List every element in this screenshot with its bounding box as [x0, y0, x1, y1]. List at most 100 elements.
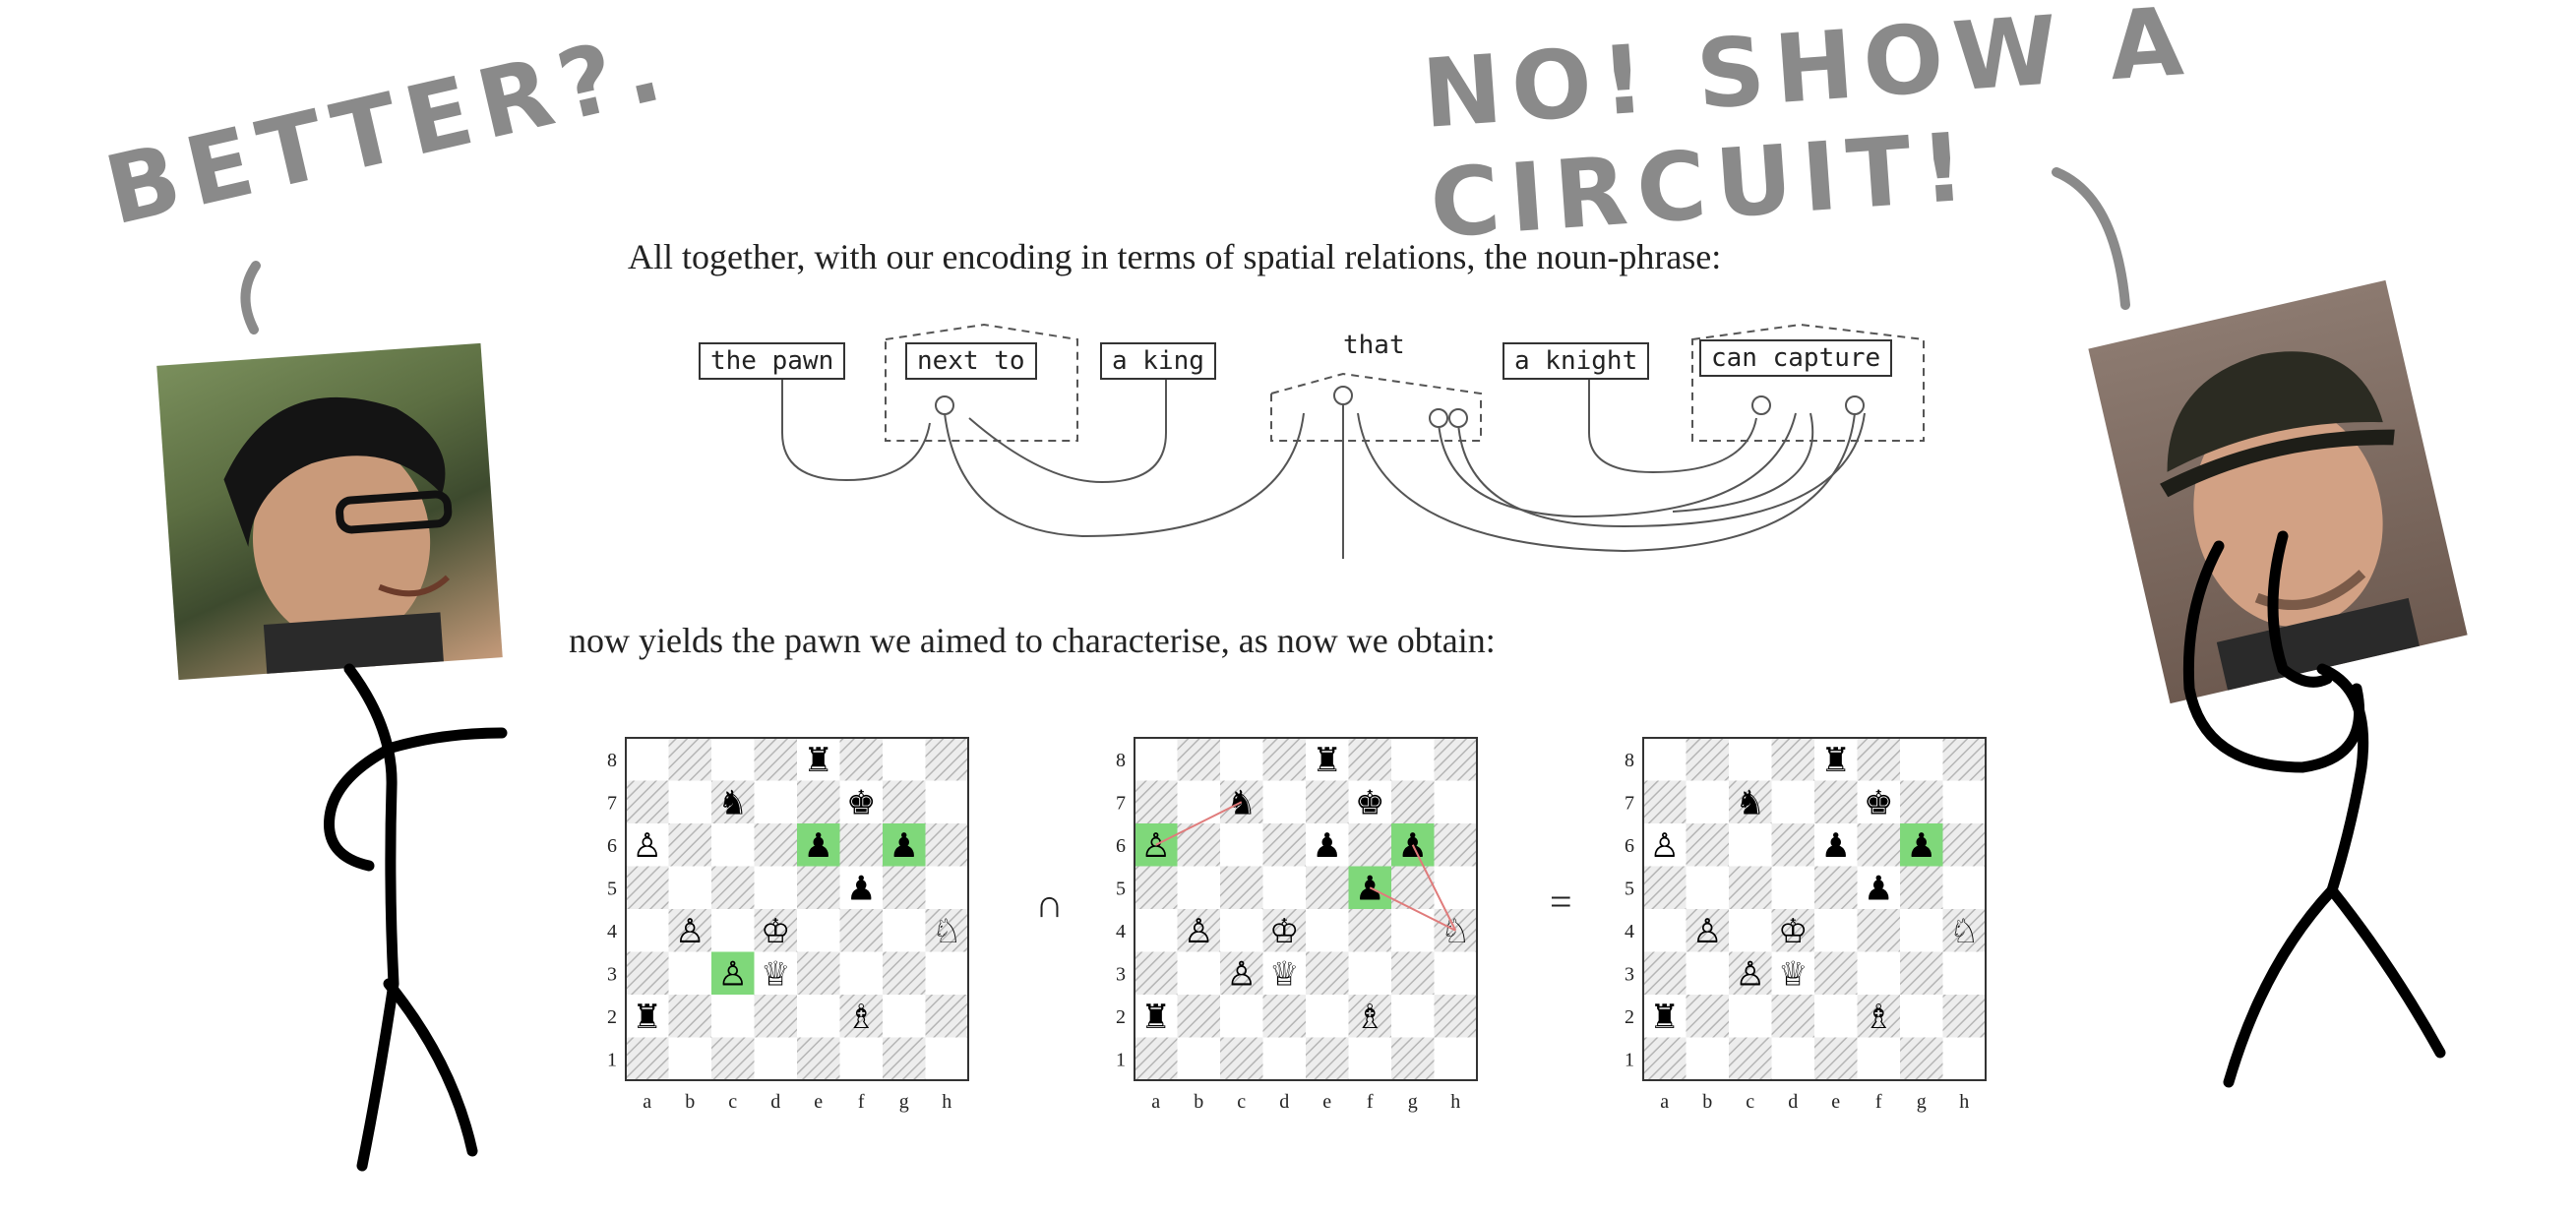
board-square — [1434, 738, 1477, 781]
highlight-square — [711, 951, 755, 995]
board-square — [797, 866, 840, 909]
rank-label: 6 — [607, 835, 617, 857]
board-square — [1434, 1037, 1477, 1080]
chess-piece-icon: ♜ — [1141, 1000, 1171, 1036]
board-square — [1306, 1037, 1349, 1080]
board-square — [1177, 995, 1220, 1038]
word-box-a-king: a king — [1100, 342, 1216, 380]
chess-piece-icon: ♙ — [1692, 914, 1722, 950]
chess-piece-icon: ♕ — [761, 956, 790, 993]
board-border — [625, 737, 969, 1081]
rank-label: 7 — [1116, 792, 1126, 814]
board-square — [1177, 738, 1220, 781]
board-square — [1262, 738, 1306, 781]
chess-piece-icon: ♙ — [633, 828, 662, 865]
board-square — [711, 995, 755, 1038]
board-square — [711, 909, 755, 952]
board-square — [711, 1037, 755, 1080]
chess-piece-icon: ♜ — [633, 1000, 662, 1036]
board-square — [754, 909, 797, 952]
board-square — [626, 866, 669, 909]
board-square — [1900, 951, 1943, 995]
file-label: b — [1194, 1091, 1203, 1113]
board-square — [1729, 866, 1772, 909]
chess-piece-icon: ♙ — [1227, 956, 1257, 993]
rank-label: 3 — [607, 963, 617, 985]
board-square — [1729, 951, 1772, 995]
intersect-operator: ∩ — [1035, 881, 1064, 926]
word-that: that — [1343, 331, 1405, 360]
board-square — [711, 866, 755, 909]
board-square — [1306, 780, 1349, 823]
board-square — [1900, 780, 1943, 823]
board-square — [1135, 951, 1178, 995]
board-square — [626, 951, 669, 995]
board-square — [1643, 909, 1687, 952]
board-square — [1177, 1037, 1220, 1080]
board-square — [1434, 823, 1477, 867]
chess-piece-icon: ♜ — [1313, 743, 1342, 779]
board-square — [925, 866, 968, 909]
chess-piece-icon: ♔ — [1269, 914, 1299, 950]
file-label: c — [728, 1091, 737, 1113]
rank-label: 4 — [1116, 921, 1126, 942]
file-label: e — [814, 1091, 823, 1113]
board-square — [754, 780, 797, 823]
left-face-icon — [223, 396, 453, 681]
board-square — [1643, 823, 1687, 867]
board-square — [1135, 866, 1178, 909]
file-label: b — [1702, 1091, 1712, 1113]
file-label: g — [1917, 1091, 1927, 1113]
board-border — [1642, 737, 1987, 1081]
file-label: e — [1831, 1091, 1840, 1113]
board-square — [1857, 780, 1900, 823]
board-square — [1135, 909, 1178, 952]
board-border — [1134, 737, 1478, 1081]
rank-label: 7 — [1625, 792, 1634, 814]
chess-piece-icon: ♙ — [1141, 828, 1171, 865]
rank-label: 1 — [607, 1049, 617, 1070]
file-label: g — [1408, 1091, 1418, 1113]
board-square — [1686, 738, 1729, 781]
board-square — [1857, 995, 1900, 1038]
chess-piece-icon: ♚ — [1864, 785, 1893, 821]
board-square — [668, 866, 711, 909]
board-square — [668, 951, 711, 995]
board-square — [754, 866, 797, 909]
result-text: now yields the pawn we aimed to characte… — [569, 621, 1496, 660]
board-square — [626, 780, 669, 823]
board-square — [1348, 909, 1391, 952]
right-person-photo — [2088, 279, 2468, 704]
chess-piece-icon: ♕ — [1269, 956, 1299, 993]
rank-label: 6 — [1116, 835, 1126, 857]
board-square — [925, 951, 968, 995]
intro-text: All together, with our encoding in terms… — [628, 237, 1722, 276]
board-square — [1942, 909, 1986, 952]
rank-label: 2 — [1116, 1006, 1126, 1028]
highlight-square — [883, 823, 926, 867]
board-square — [883, 909, 926, 952]
board-square — [1942, 780, 1986, 823]
board-square — [1262, 995, 1306, 1038]
chess-piece-icon: ♔ — [761, 914, 790, 950]
file-label: f — [1875, 1091, 1882, 1113]
board-square — [1348, 1037, 1391, 1080]
file-label: g — [899, 1091, 909, 1113]
word-box-a-knight: a knight — [1503, 342, 1650, 380]
board-square — [1729, 738, 1772, 781]
board-square — [925, 780, 968, 823]
board-square — [1262, 823, 1306, 867]
board-square — [1434, 995, 1477, 1038]
board-square — [1900, 995, 1943, 1038]
rank-label: 4 — [1625, 921, 1634, 942]
file-label: h — [942, 1091, 951, 1113]
rank-label: 1 — [1625, 1049, 1634, 1070]
board-square — [839, 780, 883, 823]
board-square — [1857, 823, 1900, 867]
board-square — [883, 738, 926, 781]
rank-label: 8 — [1625, 750, 1634, 771]
file-label: a — [1660, 1091, 1669, 1113]
board-square — [754, 738, 797, 781]
board-square — [1391, 780, 1435, 823]
